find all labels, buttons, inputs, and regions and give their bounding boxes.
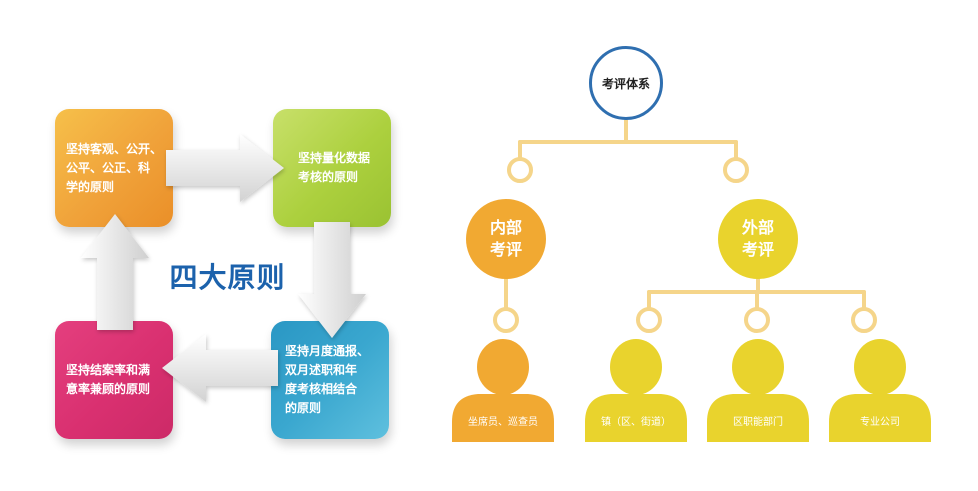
arrow-up-icon: [81, 214, 149, 330]
person-label: 坐席员、巡查员: [468, 416, 538, 428]
principle-box-quantified: 坚持量化数据 考核的原则: [273, 109, 391, 227]
person-label: 专业公司: [860, 416, 900, 428]
principle-text-line: 坚持客观、公开、: [66, 141, 163, 156]
principle-text-line: 坚持量化数据: [298, 151, 371, 165]
person-icon: [707, 339, 809, 442]
arrow-left-icon: [162, 334, 278, 402]
principle-text-line: 考核的原则: [298, 170, 359, 184]
person-icon: [585, 339, 687, 442]
person-label: 镇（区、街道）: [601, 416, 671, 428]
inner-evaluation-node: 内部 考评: [466, 199, 546, 279]
connector-node: [744, 307, 770, 333]
principle-text-line: 度考核相结合: [285, 382, 358, 396]
node-label-line: 外部: [741, 218, 774, 237]
node-label-line: 考评: [489, 240, 522, 259]
person-icon: [829, 339, 931, 442]
node-label-line: 考评: [741, 240, 774, 259]
connector-node: [723, 157, 749, 183]
principle-box-monthly: 坚持月度通报、 双月述职和年 度考核相结合 的原则: [271, 321, 389, 439]
principle-text-line: 的原则: [285, 401, 322, 415]
node-label-line: 内部: [489, 218, 522, 237]
principle-text-line: 坚持结案率和满: [66, 363, 151, 377]
person-icon: [452, 339, 554, 442]
principle-text-line: 坚持月度通报、: [285, 344, 370, 358]
person-label: 区职能部门: [733, 416, 783, 428]
principle-text-line: 意率兼顾的原则: [66, 382, 151, 396]
outer-evaluation-node: 外部 考评: [718, 199, 798, 279]
root-node: 考评体系: [589, 46, 663, 120]
arrow-right-icon: [166, 134, 284, 202]
principle-text-line: 双月述职和年: [285, 363, 358, 377]
center-title: 四大原则: [169, 261, 286, 294]
principle-text-line: 学的原则: [66, 179, 115, 194]
principle-box-objective: 坚持客观、公开、 公平、公正、科 学的原则: [55, 109, 173, 227]
connector-node: [507, 157, 533, 183]
principle-box-closure-rate: 坚持结案率和满 意率兼顾的原则: [55, 321, 173, 439]
connector-node: [493, 307, 519, 333]
arrow-down-icon: [298, 222, 366, 338]
principle-text-line: 公平、公正、科: [66, 160, 151, 175]
connector-node: [851, 307, 877, 333]
connector-node: [636, 307, 662, 333]
